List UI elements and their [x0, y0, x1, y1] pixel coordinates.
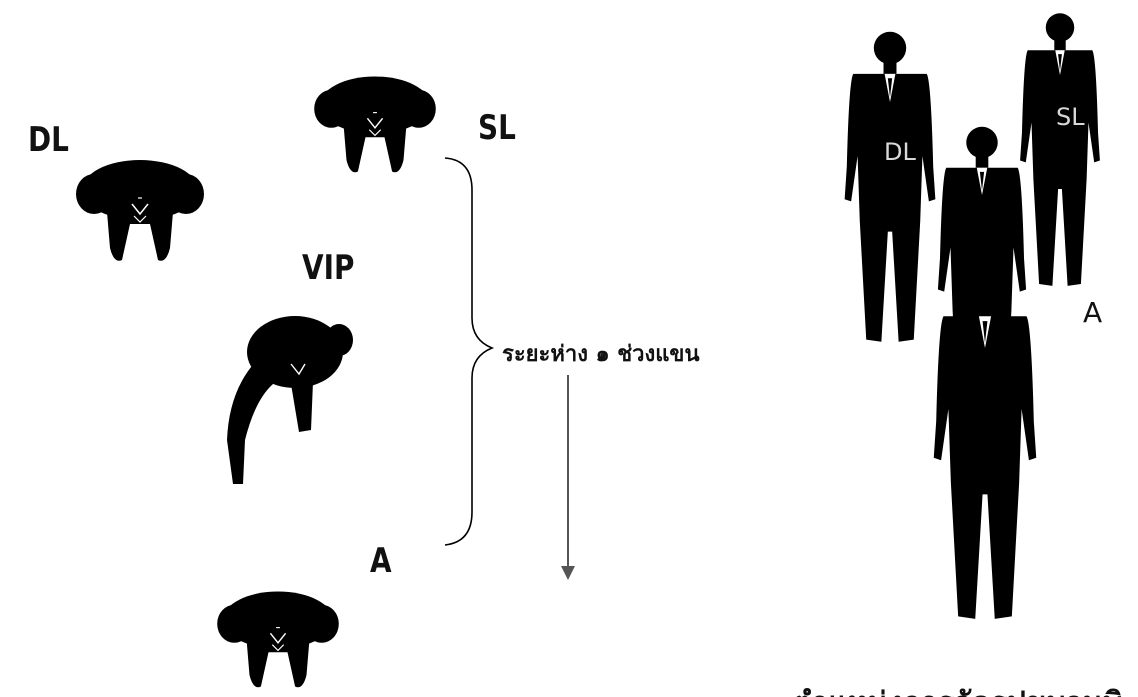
- label-sl: SL: [478, 108, 516, 148]
- label-dl: DL: [28, 120, 69, 160]
- photo-label-dl: DL: [884, 138, 916, 166]
- figure-vip-topdown: [227, 316, 353, 484]
- photo-label-sl: SL: [1056, 103, 1085, 131]
- figure-dl-topdown: [75, 159, 205, 262]
- figure-vip-standing: [933, 268, 1037, 619]
- label-vip: VIP: [302, 248, 355, 288]
- figure-a-topdown: [216, 590, 340, 688]
- label-a: A: [370, 541, 392, 581]
- figure-sl-standing: [1020, 13, 1100, 286]
- distance-brace: [444, 157, 495, 546]
- direction-arrowhead: [561, 566, 575, 580]
- figure-dl-standing: [844, 31, 936, 342]
- distance-label: ระยะห่าง ๑ ช่วงแขน: [502, 342, 700, 367]
- photo-caption: ตำแหน่งการจัดรูปขบวนพิ: [792, 680, 1123, 697]
- figure-sl-topdown: [313, 75, 437, 173]
- photo-label-a: A: [1083, 296, 1103, 329]
